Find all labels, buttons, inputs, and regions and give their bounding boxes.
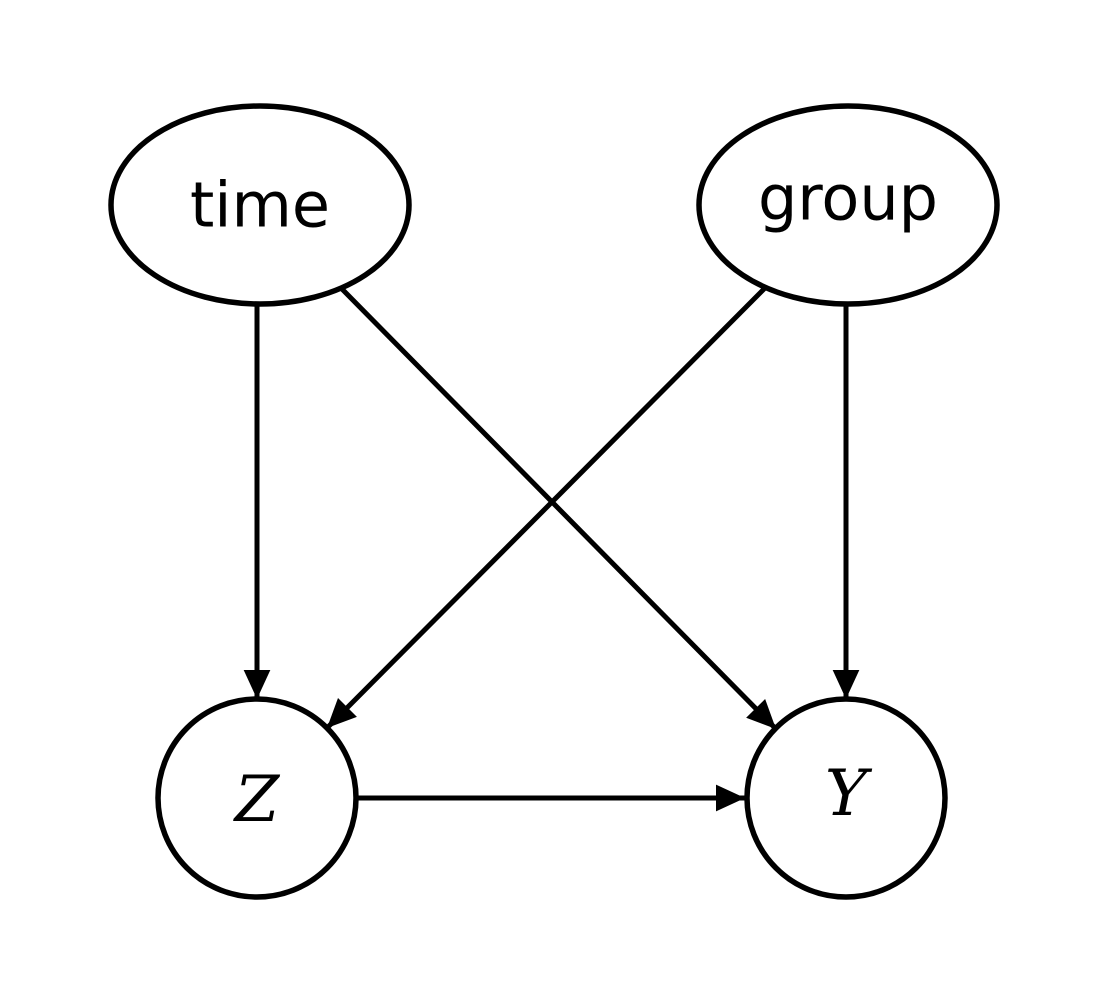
node-group: group xyxy=(696,103,1000,307)
edge-time-to-y xyxy=(340,287,778,731)
node-group-shape xyxy=(696,103,1000,307)
node-group-label: group xyxy=(758,162,938,235)
edge-group xyxy=(243,286,860,812)
node-time: time xyxy=(108,103,412,307)
node-time-shape xyxy=(108,103,412,307)
node-time-label: time xyxy=(190,169,330,242)
node-y-shape xyxy=(744,696,948,900)
node-z-label: Z xyxy=(233,763,281,837)
node-y: Y xyxy=(744,696,948,900)
node-z-shape xyxy=(155,696,359,900)
node-z: Z xyxy=(155,696,359,900)
edge-group-to-z xyxy=(325,286,767,730)
node-y-label: Y xyxy=(825,757,873,831)
